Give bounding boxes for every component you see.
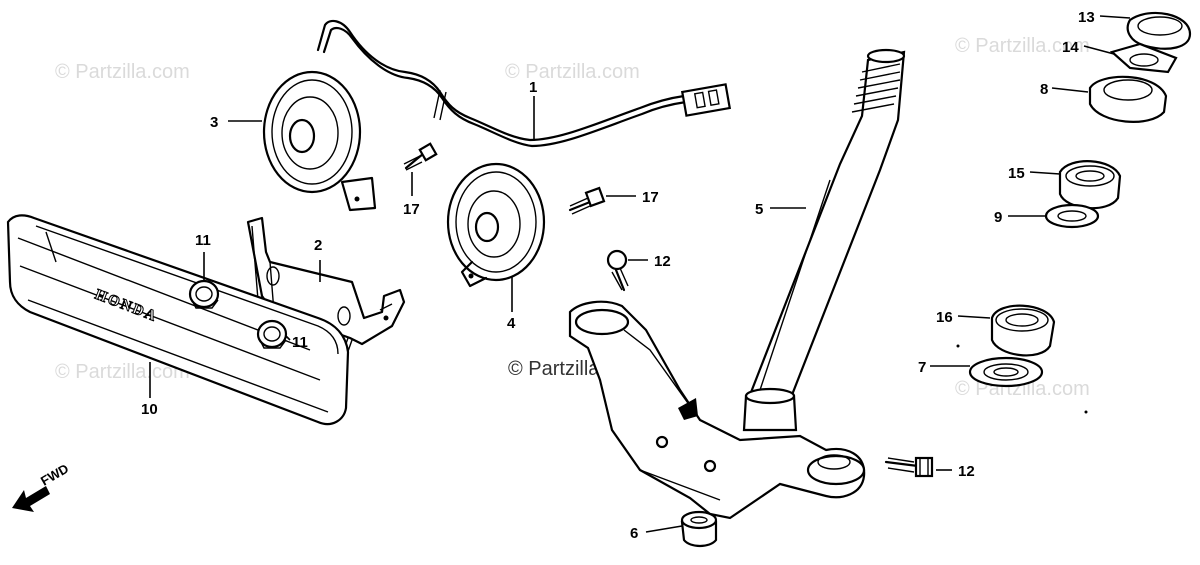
grommet xyxy=(680,510,718,548)
callout-15: 15 xyxy=(1008,165,1025,182)
callout-12-upper: 12 xyxy=(654,253,671,270)
watermark-mid-left: © Partzilla.com xyxy=(55,361,190,383)
callout-17-left: 17 xyxy=(403,201,420,218)
top-cone-race xyxy=(1088,75,1168,123)
leader-lines xyxy=(149,15,1131,533)
watermark-top-right: © Partzilla.com xyxy=(955,35,1090,57)
callout-13: 13 xyxy=(1078,9,1095,26)
scan-dot xyxy=(1084,410,1088,414)
bolt-12-upper xyxy=(606,249,629,292)
callout-3: 3 xyxy=(210,114,218,131)
watermark-top-center: © Partzilla.com xyxy=(505,61,640,83)
callout-labels: 1 2 3 4 5 6 7 8 9 10 11 11 12 12 13 14 1… xyxy=(141,9,1095,542)
callout-12-lower: 12 xyxy=(958,463,975,480)
stem-lock-nut xyxy=(1126,11,1192,50)
bolt-17-left xyxy=(403,142,438,171)
emblem-cover: HONDA xyxy=(6,214,350,426)
callout-2: 2 xyxy=(314,237,322,254)
bolt-12-lower xyxy=(884,456,934,478)
watermark-top-left: © Partzilla.com xyxy=(55,61,190,83)
dust-seal-upper xyxy=(1044,203,1100,229)
callout-1: 1 xyxy=(529,79,537,96)
callout-14: 14 xyxy=(1062,39,1079,56)
steering-stem xyxy=(568,48,906,520)
nut-lower xyxy=(256,319,288,349)
fwd-label: FWD xyxy=(38,461,71,489)
nut-upper xyxy=(188,279,220,309)
bearing-upper xyxy=(1058,160,1122,210)
scan-dot xyxy=(956,344,960,348)
callout-7: 7 xyxy=(918,359,926,376)
callout-16: 16 xyxy=(936,309,953,326)
callout-11-lower: 11 xyxy=(292,334,308,351)
callout-17-right: 17 xyxy=(642,189,659,206)
forward-arrow: FWD xyxy=(12,461,71,512)
callout-6: 6 xyxy=(630,525,638,542)
callout-5: 5 xyxy=(755,201,763,218)
dust-seal-lower xyxy=(968,356,1044,388)
callout-9: 9 xyxy=(994,209,1002,226)
callout-10: 10 xyxy=(141,401,158,418)
horn-high xyxy=(446,162,546,288)
wiring-harness xyxy=(316,19,732,148)
callout-11-upper: 11 xyxy=(195,232,211,249)
lock-washer xyxy=(1109,42,1178,74)
horn-low xyxy=(262,70,377,212)
bearing-lower xyxy=(990,304,1056,357)
callout-8: 8 xyxy=(1040,81,1048,98)
bolt-17-right xyxy=(568,186,606,215)
callout-4: 4 xyxy=(507,315,516,332)
